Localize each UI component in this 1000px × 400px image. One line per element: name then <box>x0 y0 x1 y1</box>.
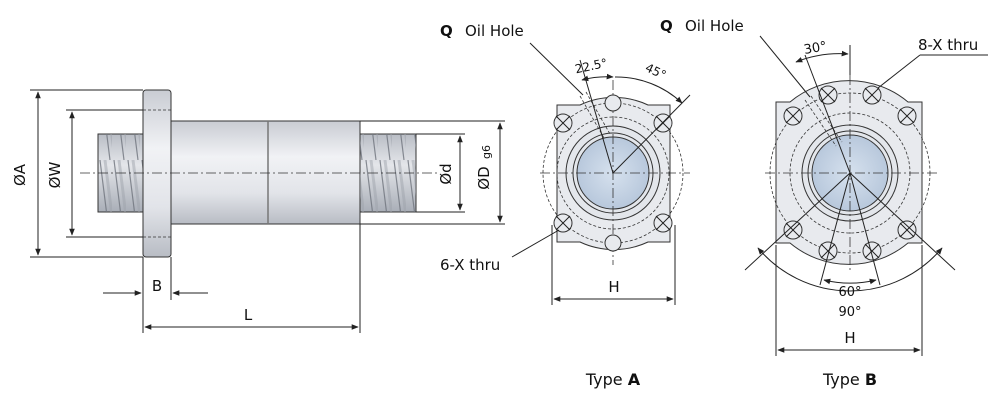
type-b-angle-60: 60° <box>838 285 861 300</box>
flange <box>142 89 172 258</box>
dim-dia-d: Ød <box>437 163 455 184</box>
type-a-angle-45: 45° <box>643 61 668 83</box>
type-b-angle-90: 90° <box>838 305 861 320</box>
type-a-thru-holes: 6-X thru <box>440 256 500 274</box>
type-b-dim-h: H <box>844 329 855 347</box>
type-a-angle-22-5: 22.5° <box>574 56 609 76</box>
type-b-view: Q Oil Hole 30° 8-X thru 60° 90° H Type B <box>660 17 988 389</box>
nut-body-right <box>267 120 361 225</box>
dim-dia-a: ØA <box>11 163 29 186</box>
type-b-caption: Type B <box>822 370 877 389</box>
type-b-oil-hole-label: Oil Hole <box>685 17 744 35</box>
type-a-view: Q Oil Hole 22.5° 45° 6-X thru H Type A <box>440 22 691 389</box>
dim-dia-D: ØD <box>475 166 493 189</box>
type-a-caption: Type A <box>585 370 641 389</box>
side-view: ØA ØW Ød ØD g6 B L <box>11 89 505 333</box>
nut-body-left <box>170 120 269 225</box>
type-b-oil-hole-q: Q <box>660 17 673 35</box>
type-b-angle-30: 30° <box>803 39 828 58</box>
type-b-bolt-holes <box>783 85 917 261</box>
type-a-oil-hole-q: Q <box>440 22 453 40</box>
dim-tol-g6: g6 <box>480 145 493 159</box>
type-b-thru-holes: 8-X thru <box>918 36 978 54</box>
dim-b: B <box>152 277 162 295</box>
dim-l: L <box>244 306 253 324</box>
type-a-dim-h: H <box>608 278 619 296</box>
dim-dia-w: ØW <box>46 162 64 189</box>
type-a-oil-hole-label: Oil Hole <box>465 22 524 40</box>
